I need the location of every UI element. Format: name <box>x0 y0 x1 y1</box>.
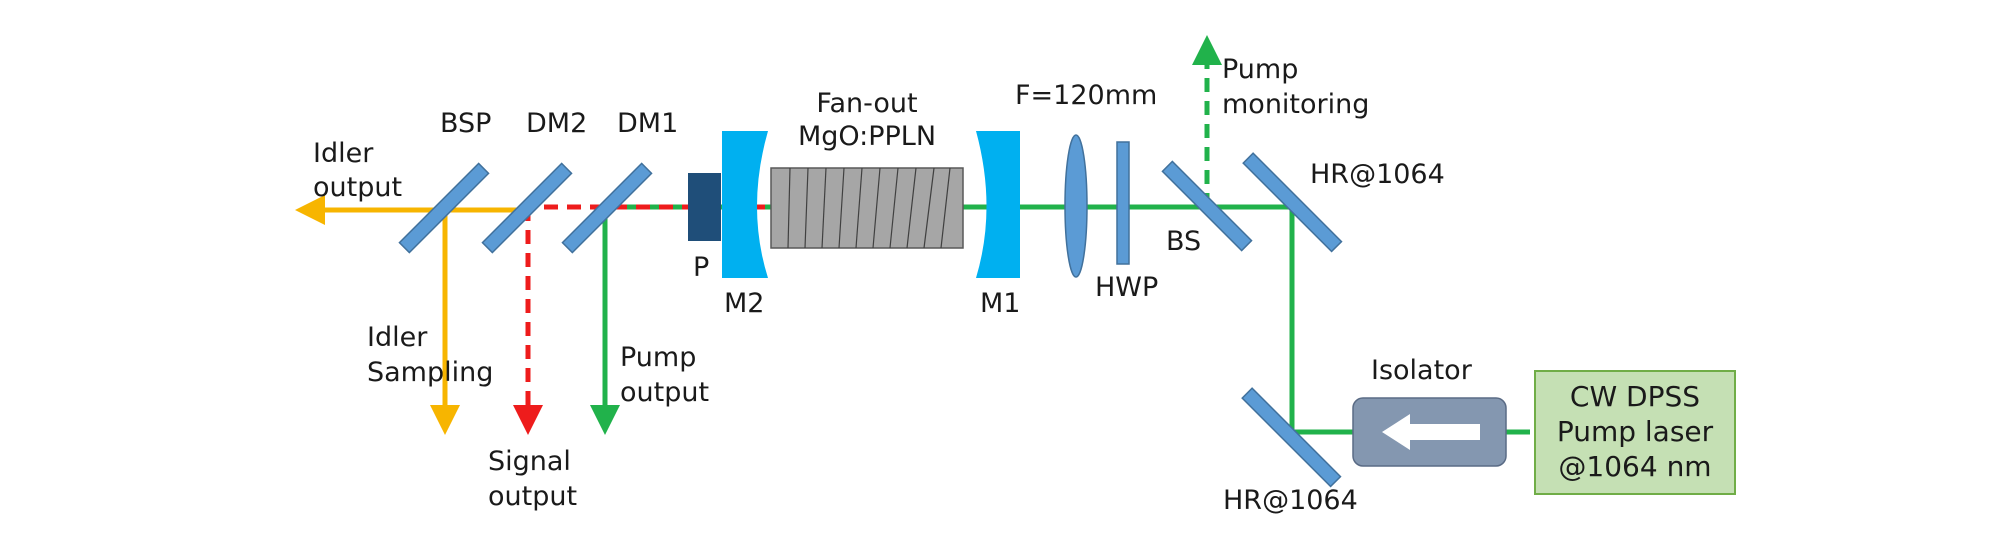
dm1-label: DM1 <box>617 108 678 139</box>
dm2-label: DM2 <box>526 108 587 139</box>
bsp-label: BSP <box>440 108 491 139</box>
half-wave-plate <box>1116 141 1130 265</box>
signal-output-label-line1: Signal <box>488 446 571 477</box>
hwp-label: HWP <box>1095 272 1158 303</box>
laser-label-line2: Pump laser <box>1557 415 1714 448</box>
idler-sampling-label-line2: Sampling <box>367 357 493 388</box>
bs-label: BS <box>1166 226 1201 257</box>
dm1-mirror <box>561 162 653 254</box>
m2-label: M2 <box>724 288 764 319</box>
laser-label-line1: CW DPSS <box>1570 380 1700 413</box>
polarizer <box>688 173 721 241</box>
hr-mirror-bottom <box>1241 387 1342 488</box>
pump-monitoring-label-line2: monitoring <box>1222 89 1369 120</box>
isolator-arrow-icon <box>1382 414 1480 450</box>
signal-output-label-line2: output <box>488 481 577 512</box>
idler-output-label-line2: output <box>313 172 402 203</box>
pump-output-label-line1: Pump <box>620 342 696 373</box>
hr-bottom-label: HR@1064 <box>1223 485 1358 516</box>
pump-output-label-line2: output <box>620 377 709 408</box>
beam-splitter <box>1161 160 1253 252</box>
pump-monitoring-label-line1: Pump <box>1222 54 1298 85</box>
ppln-crystal <box>770 167 964 249</box>
hr-top-label: HR@1064 <box>1310 159 1445 190</box>
crystal-label-line2: MgO:PPLN <box>798 121 936 152</box>
dm2-mirror <box>481 162 573 254</box>
polarizer-label: P <box>693 252 709 283</box>
hr-mirror-top <box>1242 152 1343 253</box>
m2-cavity-mirror <box>722 131 768 278</box>
focusing-lens <box>1064 134 1088 278</box>
isolator-label: Isolator <box>1371 355 1473 386</box>
m1-cavity-mirror <box>976 131 1020 278</box>
idler-output-label-line1: Idler <box>313 138 374 169</box>
idler-sampling-label-line1: Idler <box>367 322 428 353</box>
lens-label: F=120mm <box>1015 80 1157 111</box>
m1-label: M1 <box>980 288 1020 319</box>
crystal-label-line1: Fan-out <box>816 88 917 119</box>
pump-laser-box <box>1534 370 1736 495</box>
crystal-grating-lines <box>787 167 951 249</box>
bsp-mirror <box>398 162 490 254</box>
laser-label-line3: @1064 nm <box>1558 450 1711 483</box>
